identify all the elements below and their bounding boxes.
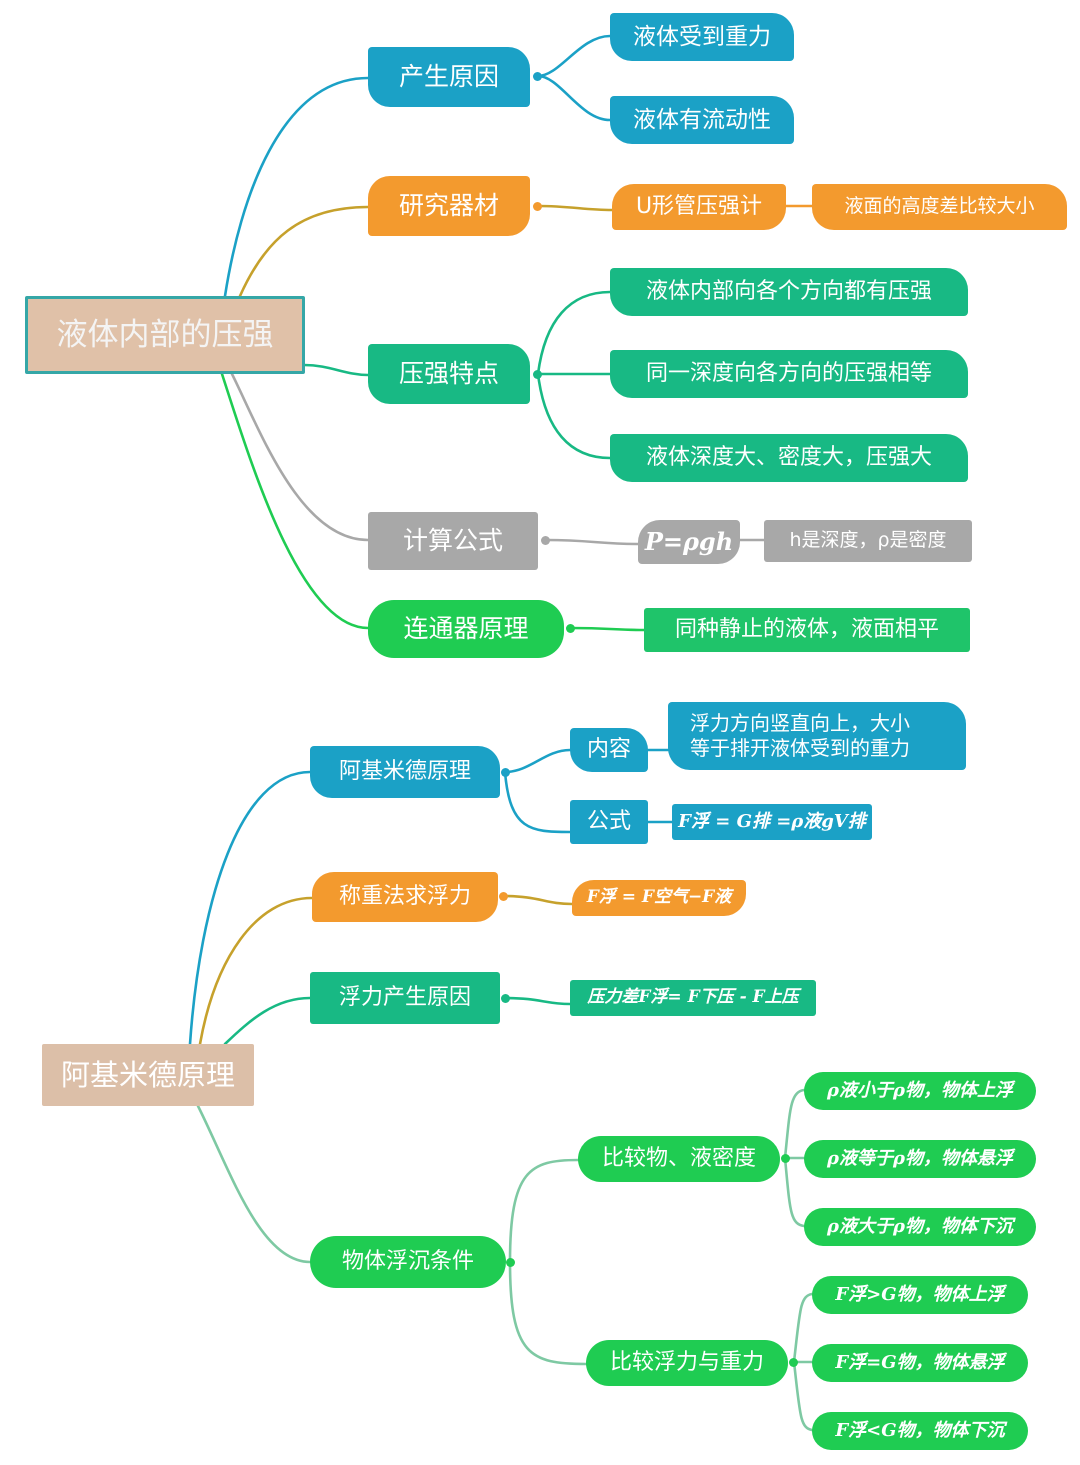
branch-weighing[interactable]: 称重法求浮力: [312, 872, 498, 922]
force-compare-dot: [789, 1358, 798, 1367]
branch-float-sink[interactable]: 物体浮沉条件: [310, 1236, 506, 1288]
link-archimedes-content: [503, 748, 572, 774]
density-item-suspend[interactable]: ρ液等于ρ物，物体悬浮: [804, 1140, 1036, 1178]
feature-item-depth-density[interactable]: 液体深度大、密度大，压强大: [610, 434, 968, 482]
content-line-1: 浮力方向竖直向上，大小: [690, 711, 910, 735]
formula-note[interactable]: h是深度，ρ是密度: [764, 520, 972, 562]
float-sink-density-compare[interactable]: 比较物、液密度: [578, 1136, 780, 1182]
density-item-rise[interactable]: ρ液小于ρ物，物体上浮: [804, 1072, 1036, 1110]
link-archimedes-formula: [503, 770, 572, 834]
branch-archimedes[interactable]: 阿基米德原理: [310, 746, 500, 798]
link-root1-instrument: [238, 205, 370, 298]
force-item-sink[interactable]: F浮<G物，物体下沉: [812, 1412, 1028, 1450]
archimedes-content-label[interactable]: 内容: [570, 728, 648, 772]
link-floatsink-density: [508, 1158, 580, 1264]
link-floatsink-force: [508, 1260, 588, 1366]
instrument-tool-u-tube[interactable]: U形管压强计: [612, 184, 786, 230]
link-features-item1: [536, 290, 612, 376]
cause-item-flow[interactable]: 液体有流动性: [610, 96, 794, 144]
link-root1-features: [302, 363, 370, 377]
link-weighing-formula: [500, 894, 574, 906]
link-instrument-tool: [536, 204, 614, 212]
link-cause-item2: [536, 74, 612, 122]
branch-connector-dot: [566, 624, 575, 633]
link-root2-archimedes: [188, 770, 312, 1046]
link-root1-connector: [220, 372, 370, 630]
link-formula-expr: [544, 538, 640, 546]
buoyancy-cause-formula[interactable]: 压力差F浮= F下压 - F上压: [570, 980, 816, 1016]
instrument-note[interactable]: 液面的高度差比较大小: [812, 184, 1067, 230]
root-node-liquid-pressure[interactable]: 液体内部的压强: [25, 296, 305, 374]
branch-instrument-dot: [533, 202, 542, 211]
branch-float-sink-dot: [506, 1258, 515, 1267]
branch-formula-dot: [541, 536, 550, 545]
link-root1-cause: [223, 76, 370, 298]
branch-archimedes-dot: [501, 768, 510, 777]
content-line-2: 等于排开液体受到的重力: [690, 736, 910, 760]
branch-features[interactable]: 压强特点: [368, 344, 530, 404]
branch-buoyancy-cause-dot: [501, 994, 510, 1003]
float-sink-force-compare[interactable]: 比较浮力与重力: [586, 1340, 788, 1386]
feature-item-same-depth[interactable]: 同一深度向各方向的压强相等: [610, 350, 968, 398]
branch-weighing-dot: [499, 892, 508, 901]
link-features-item3: [536, 372, 612, 460]
link-root2-weighing: [198, 896, 314, 1046]
branch-cause-dot: [533, 72, 542, 81]
weighing-formula[interactable]: F浮 = F空气−F液: [572, 880, 746, 916]
link-density-item3: [783, 1156, 806, 1228]
link-density-item1: [783, 1088, 806, 1160]
branch-connector[interactable]: 连通器原理: [368, 600, 564, 658]
connector-item[interactable]: 同种静止的液体，液面相平: [644, 608, 970, 652]
feature-item-all-directions[interactable]: 液体内部向各个方向都有压强: [610, 268, 968, 316]
link-root2-cause: [223, 996, 312, 1046]
link-cause-item1: [536, 34, 612, 78]
cause-item-gravity[interactable]: 液体受到重力: [610, 13, 794, 61]
branch-instrument[interactable]: 研究器材: [368, 176, 530, 236]
archimedes-content-text[interactable]: 浮力方向竖直向上，大小 等于排开液体受到的重力: [668, 702, 966, 770]
density-compare-dot: [781, 1154, 790, 1163]
root-node-archimedes[interactable]: 阿基米德原理: [42, 1044, 254, 1106]
link-force-item3: [792, 1360, 814, 1432]
density-item-sink[interactable]: ρ液大于ρ物，物体下沉: [804, 1208, 1036, 1246]
link-root1-formula: [230, 372, 370, 542]
archimedes-formula[interactable]: F浮 = G排 =ρ液gV排: [672, 804, 872, 840]
link-cause-formula: [503, 996, 572, 1006]
archimedes-formula-label[interactable]: 公式: [570, 800, 648, 844]
link-force-item1: [792, 1292, 814, 1364]
link-root2-floatsink: [196, 1104, 312, 1264]
branch-cause[interactable]: 产生原因: [368, 47, 530, 107]
branch-features-dot: [533, 370, 542, 379]
force-item-rise[interactable]: F浮>G物，物体上浮: [812, 1276, 1028, 1314]
branch-formula[interactable]: 计算公式: [368, 512, 538, 570]
formula-expression[interactable]: P=ρgh: [638, 520, 740, 564]
branch-buoyancy-cause[interactable]: 浮力产生原因: [310, 972, 500, 1024]
link-connector-item: [568, 626, 646, 632]
force-item-suspend[interactable]: F浮=G物，物体悬浮: [812, 1344, 1028, 1382]
